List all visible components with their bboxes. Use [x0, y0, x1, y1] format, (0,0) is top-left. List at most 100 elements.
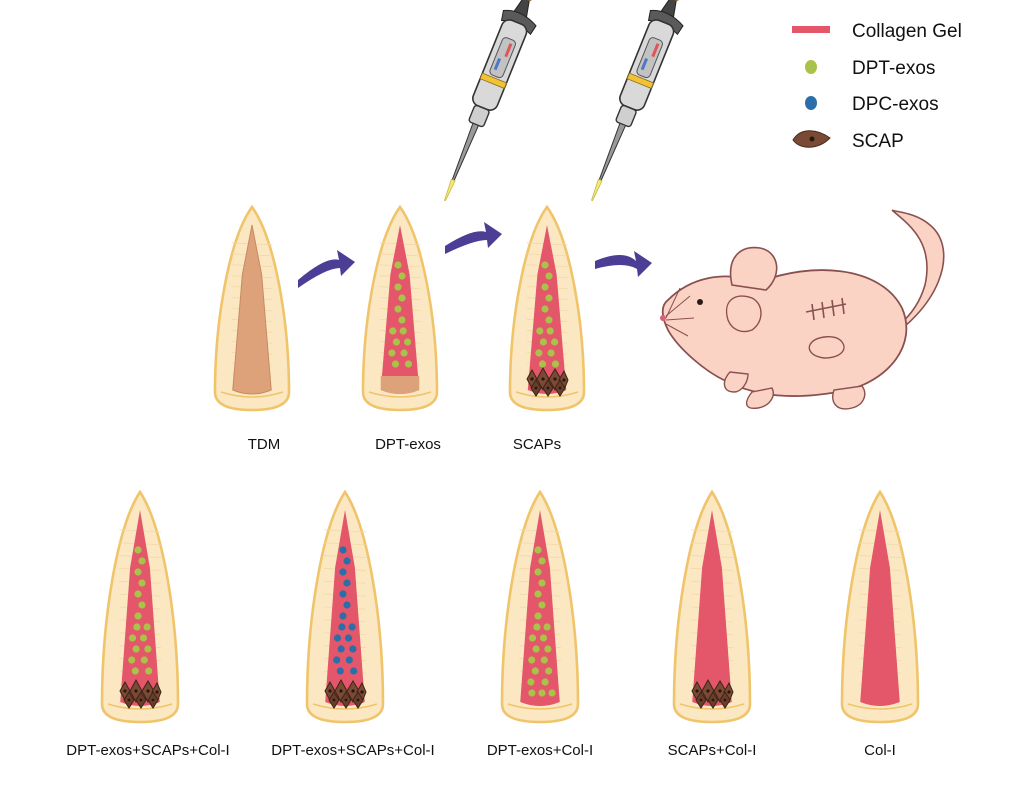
tdm-residual: [380, 376, 420, 394]
mouse-implant-site: [808, 336, 845, 359]
legend-label: Collagen Gel: [852, 21, 962, 42]
group-label: DPT-exos+Col-I: [487, 742, 593, 759]
exosome-dot: [545, 272, 553, 280]
exosome-dot: [343, 601, 351, 609]
exosome-dot: [534, 590, 542, 598]
exosome-dot: [344, 634, 353, 642]
suture-stitch: [821, 301, 825, 319]
exosome-dot: [339, 546, 347, 554]
mouse-ear: [729, 246, 778, 291]
exosome-dot: [541, 283, 549, 291]
pipette-icon: [575, 0, 696, 209]
exosome-dot: [545, 667, 553, 675]
exosome-dot: [399, 327, 407, 335]
exosome-dot: [538, 557, 546, 565]
exosome-dot: [538, 360, 547, 368]
exosome-dot: [134, 546, 142, 554]
exosome-dot: [534, 612, 542, 620]
exosome-dot: [144, 645, 152, 653]
exosome-dot: [343, 557, 351, 565]
exosome-dot: [544, 645, 552, 653]
exosome-dot: [138, 557, 146, 565]
exosome-dot: [348, 623, 356, 631]
exosome-dot: [394, 283, 402, 291]
dpt-exos-dot-icon: [805, 60, 817, 74]
exosome-dot: [333, 656, 341, 664]
exosome-dot: [134, 590, 142, 598]
mouse-front-paw-2: [745, 387, 774, 409]
exosome-dot: [128, 656, 136, 664]
exosome-dot: [545, 316, 553, 324]
exosome-dot: [539, 338, 548, 346]
legend-label: DPT-exos: [852, 58, 935, 79]
tooth-group-4: [672, 489, 752, 724]
exosome-dot: [134, 612, 142, 620]
exosome-dot: [404, 360, 413, 368]
exosome-dot: [540, 656, 548, 664]
mouse-ear-front: [725, 295, 762, 333]
suture-stitch: [811, 303, 815, 321]
pipette-icon: [428, 0, 549, 209]
mouse-nose: [660, 315, 666, 321]
legend-label: SCAP: [852, 131, 904, 152]
exosome-dot: [345, 656, 353, 664]
exosome-dot: [145, 667, 153, 675]
exosome-dot: [528, 656, 536, 664]
exosome-dot: [533, 623, 541, 631]
mouse-whisker: [665, 295, 691, 317]
exosome-dot: [547, 349, 555, 357]
exosome-dot: [389, 327, 397, 335]
collagen-gel-bar-icon: [792, 26, 830, 33]
collagen-gel-fill: [860, 510, 900, 706]
exosome-dot: [131, 667, 139, 675]
exosome-dot: [546, 327, 554, 335]
exosome-dot: [339, 612, 347, 620]
exosome-dot: [350, 667, 358, 675]
mouse-whisker: [665, 287, 681, 319]
exosome-dot: [528, 689, 536, 697]
tooth-group-5: [840, 489, 920, 724]
exosome-dot: [538, 579, 546, 587]
exosome-dot: [349, 645, 357, 653]
tooth-group-2: [305, 489, 385, 724]
collagen-gel-fill: [692, 510, 732, 706]
exosome-dot: [333, 634, 342, 642]
exosome-dot: [538, 689, 546, 697]
exosome-dot: [536, 327, 544, 335]
label-scaps: SCAPs: [513, 436, 561, 453]
exosome-dot: [339, 590, 347, 598]
exosome-dot: [343, 579, 351, 587]
exosome-dot: [539, 634, 548, 642]
exosome-dot: [339, 568, 347, 576]
exosome-dot: [543, 623, 551, 631]
exosome-dot: [551, 338, 559, 346]
mouse-illustration: [660, 209, 945, 410]
mouse-whisker: [665, 317, 695, 321]
tdm-canal: [232, 224, 272, 395]
tooth-group-3: [500, 489, 580, 724]
exosome-dot: [392, 338, 400, 346]
tooth-scaps: [508, 204, 586, 412]
group-label: SCAPs+Col-I: [668, 742, 757, 759]
group-label: Col-I: [864, 742, 896, 759]
mouse-front-paw: [723, 371, 749, 393]
exosome-dot: [551, 360, 560, 368]
exosome-dot: [394, 305, 402, 313]
flow-arrow-icon: [298, 250, 355, 288]
exosome-dot: [398, 316, 406, 324]
dpc-exos-dot-icon: [805, 96, 817, 110]
exosome-dot: [138, 601, 146, 609]
legend-entry: Collagen Gel: [792, 21, 962, 42]
exosome-dot: [398, 294, 406, 302]
legend-entry: SCAP: [792, 130, 904, 152]
exosome-dot: [532, 645, 540, 653]
suture-stitch: [831, 299, 835, 317]
exosome-dot: [138, 579, 146, 587]
exosome-dot: [534, 546, 542, 554]
suture-stitch: [841, 297, 845, 315]
exosome-dot: [531, 667, 539, 675]
exosome-dot: [132, 645, 140, 653]
group-label: DPT-exos+SCAPs+Col-I: [271, 742, 434, 759]
flow-arrow-icon: [445, 222, 502, 254]
